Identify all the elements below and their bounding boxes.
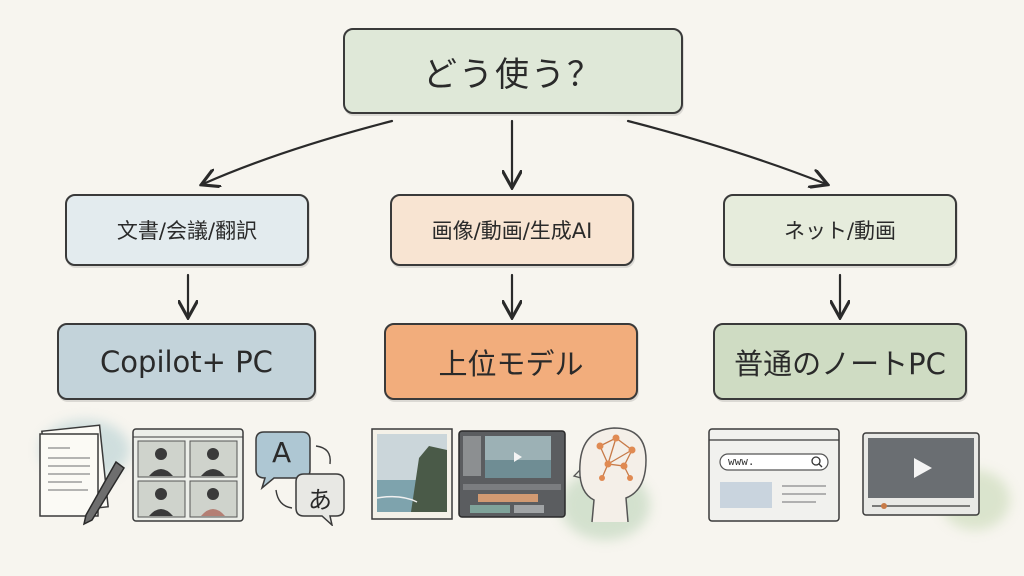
arrow-root-to-left	[203, 119, 394, 184]
result-label: 普通のノートPC	[734, 346, 946, 381]
translate-glyph-a: A	[272, 436, 292, 469]
result-box-high-end: 上位モデル	[384, 323, 638, 400]
document-pen-icon	[39, 424, 125, 526]
video-player-icon	[862, 432, 980, 516]
category-label: ネット/動画	[783, 219, 897, 243]
video-editor-icon	[458, 430, 566, 518]
browser-icon: www.	[708, 428, 840, 522]
translate-glyph-b: あ	[308, 486, 332, 514]
ai-head-icon	[572, 427, 647, 523]
result-label: Copilot+ PC	[100, 344, 273, 379]
category-box-media: 画像/動画/生成AI	[390, 194, 634, 266]
result-label: 上位モデル	[438, 346, 584, 381]
root-question-label: どう使う？	[423, 54, 603, 95]
root-question: どう使う？	[343, 28, 683, 114]
url-text: www.	[728, 455, 755, 468]
landscape-photo-icon	[371, 428, 453, 520]
category-label: 文書/会議/翻訳	[116, 219, 258, 243]
result-box-standard-laptop: 普通のノートPC	[713, 323, 967, 400]
translate-icon: A あ	[252, 430, 348, 526]
category-box-web: ネット/動画	[723, 194, 957, 266]
arrow-root-to-right	[626, 119, 826, 184]
category-label: 画像/動画/生成AI	[431, 219, 593, 243]
result-box-copilot-pc: Copilot+ PC	[57, 323, 316, 400]
video-meeting-icon	[132, 428, 244, 522]
category-box-documents: 文書/会議/翻訳	[65, 194, 309, 266]
